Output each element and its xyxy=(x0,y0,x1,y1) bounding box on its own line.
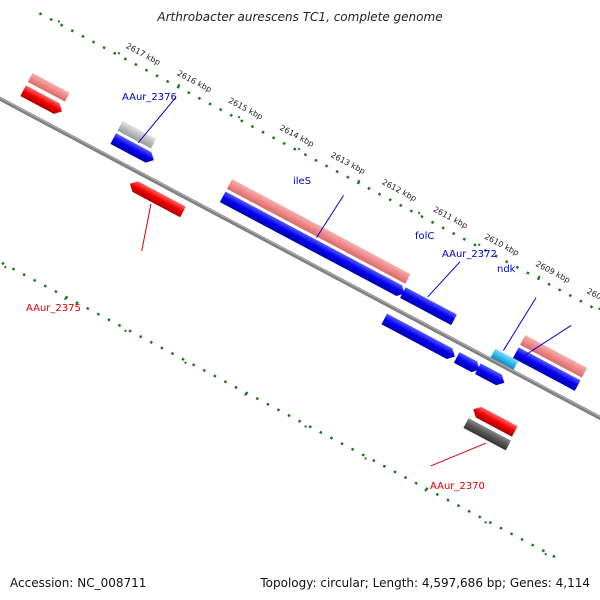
genome-backbone xyxy=(0,94,600,437)
rna-feature xyxy=(117,120,157,149)
cds-feature xyxy=(129,181,186,218)
gene-labels: AAur_2376 ileS folC AAur_2372 ndk AAur_2… xyxy=(26,92,516,492)
cds-feature xyxy=(473,406,518,437)
gc-band-segment xyxy=(27,73,70,102)
highlight-feature xyxy=(490,348,519,370)
kbp-label: 2611 kbp xyxy=(432,205,470,231)
rna-feature xyxy=(463,418,511,451)
kbp-label: 2614 kbp xyxy=(278,123,316,149)
gene-label-AAur_2375: AAur_2375 xyxy=(26,303,81,314)
cds-feature xyxy=(400,287,457,326)
cds-feature xyxy=(453,352,480,373)
kbp-label: 2617 kbp xyxy=(124,41,162,67)
cds-feature xyxy=(219,191,405,296)
label-leaders xyxy=(137,96,572,467)
gene-label-AAur_2376: AAur_2376 xyxy=(122,92,177,103)
kbp-label: 2612 kbp xyxy=(380,178,418,204)
gene-label-AAur_2370: AAur_2370 xyxy=(430,481,485,492)
accession-text: Accession: NC_008711 xyxy=(10,576,147,590)
cds-feature xyxy=(381,313,455,359)
outer-track xyxy=(27,73,588,378)
gc-band-segment xyxy=(226,179,411,284)
scale-ticks-inner xyxy=(0,222,564,565)
gene-label-folC: folC xyxy=(415,231,434,242)
map-title: Arthrobacter aurescens TC1, complete gen… xyxy=(157,10,443,24)
genome-summary-text: Topology: circular; Length: 4,597,686 bp… xyxy=(260,576,590,590)
reverse-cds-track xyxy=(129,181,519,451)
cds-feature xyxy=(20,85,63,114)
kbp-label: 2609 kbp xyxy=(534,259,572,285)
forward-cds-track xyxy=(20,85,581,391)
kbp-label: 2615 kbp xyxy=(227,96,265,122)
cds-feature xyxy=(513,347,581,391)
kbp-label: 2616 kbp xyxy=(176,69,214,95)
scale-ticks-outer xyxy=(38,10,600,353)
gene-label-ndk: ndk xyxy=(497,264,516,275)
gene-label-ileS: ileS xyxy=(293,176,311,187)
cds-feature xyxy=(110,133,154,163)
kbp-label: 2608 kbp xyxy=(585,287,600,313)
gc-band-segment xyxy=(520,335,588,378)
kbp-label: 2613 kbp xyxy=(329,150,367,176)
gene-label-AAur_2372: AAur_2372 xyxy=(442,249,497,260)
cds-feature xyxy=(475,363,505,386)
